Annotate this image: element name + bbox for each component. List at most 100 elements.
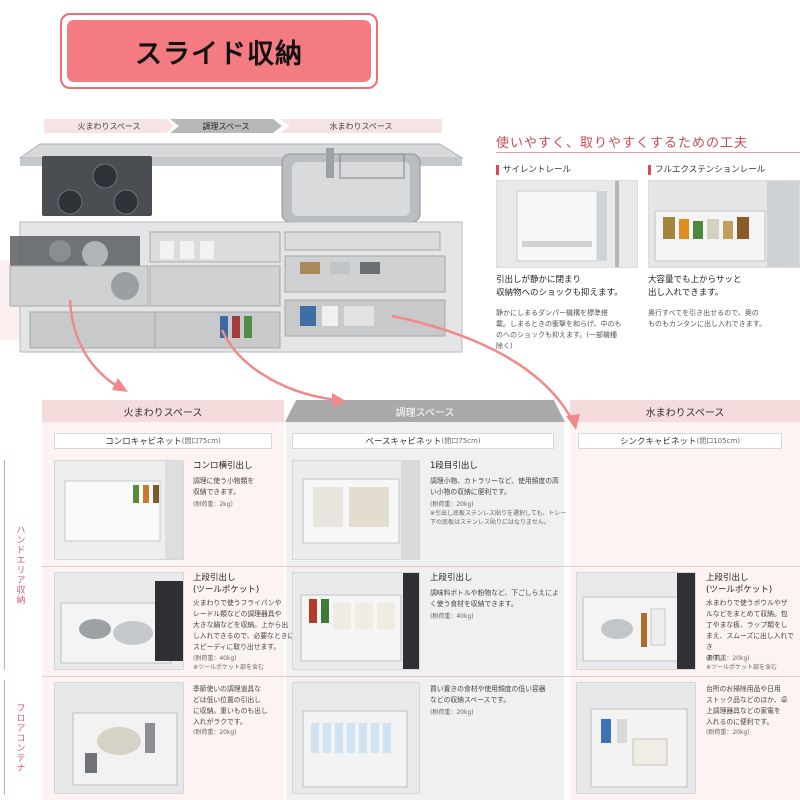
drawer-photo-stove-floor — [54, 682, 184, 794]
drawer-drawing — [293, 461, 419, 559]
item-desc-line: 調理小物、カトラリーなど、使用頻度の高 — [430, 477, 559, 485]
item-note-line: 下の底板はステンレス貼りにはなりません。 — [430, 519, 550, 526]
drawer-photo-base-floor — [292, 682, 420, 794]
zone-strip-prep: 調理スペース — [170, 119, 282, 133]
item-desc-line: し入れできるので、必要なときに — [193, 632, 295, 640]
item-note: (耐荷重：20kg) — [193, 728, 237, 737]
item-desc-line: 調理に使う小物類を — [193, 477, 255, 485]
item-desc: 火まわりで使うフライパンや レードル類などの調理器具や 大きな鍋などを収納。上か… — [193, 598, 294, 653]
item-desc-line: まえ、スムーズに出し入れでき — [706, 632, 794, 651]
item-desc-line: 入れがラクです。 — [193, 718, 247, 726]
feature-label-silent-rail: サイレントレール — [496, 163, 571, 175]
full-extension-lead-line: 出し入れできます。 — [648, 288, 724, 298]
item-note-line: (耐荷重：20kg) — [430, 501, 474, 508]
item-desc-line: 丁やまな板、ラップ類をし — [706, 621, 788, 629]
full-extension-detail: 奥行すべてを引き出せるので、奥の ものもカンタンに出し入れできます。 — [648, 308, 766, 330]
item-note: (耐荷重：40kg) — [430, 612, 474, 621]
silent-rail-photo — [496, 180, 638, 268]
drawer-drawing — [293, 573, 419, 669]
title-badge: スライド収納 — [60, 13, 378, 89]
drawer-drawing — [55, 683, 183, 793]
full-extension-detail-line: ものもカンタンに出し入れできます。 — [648, 320, 767, 328]
item-title: 上段引出し — [430, 572, 473, 584]
page-title: スライド収納 — [135, 38, 303, 70]
item-desc: 季節使いの調理道具な どは低い位置の引出し に収納。重いものも出し 入れがラクで… — [193, 684, 268, 728]
item-title-line: コンロ横引出し — [193, 461, 253, 471]
item-note-line: (耐荷重：2kg) — [193, 501, 233, 508]
cabinet-label-sink: シンクキャビネット(間口105cm) — [578, 433, 782, 449]
item-note-line: ※ツールポケット部を含む — [193, 664, 265, 671]
silent-rail-detail-line: のへのショックも抑えます。(一部機種 — [496, 331, 618, 339]
cabinet-name: コンロキャビネット — [105, 437, 182, 447]
item-note-line: (耐荷重：20kg) — [706, 729, 750, 736]
drawer-photo-stove-upper — [54, 572, 184, 670]
item-note-line: ※引出し底板ステンレス貼りを選択しても、トレー — [430, 510, 567, 517]
item-note: (耐荷重：40kg) ※ツールポケット部を含む — [193, 654, 264, 672]
item-desc-line: く使う食材を収納できます。 — [430, 600, 518, 608]
item-note: (耐荷重：20kg) ※ツールポケット部を含む — [706, 654, 777, 672]
feature-mark — [648, 164, 651, 175]
silent-rail-lead: 引出しが静かに閉まり 収納物へのショックも抑えます。 — [496, 274, 623, 300]
cabinet-width: (間口75cm) — [441, 437, 481, 445]
drawer-drawing — [577, 573, 695, 669]
item-note-line: (耐荷重：20kg) — [706, 655, 750, 662]
full-extension-photo — [648, 180, 800, 268]
item-desc: 水まわりで使うボウルやザ ルなどをまとめて収納。包 丁やまな板、ラップ類をし ま… — [706, 598, 800, 664]
full-extension-lead: 大容量でも上からサッと 出し入れできます。 — [648, 274, 742, 300]
intro-divider — [496, 152, 800, 153]
item-desc-line: 台所のお掃除用品や日用 — [706, 685, 781, 693]
column-head-prep: 調理スペース — [285, 400, 565, 422]
drawer-drawing — [55, 573, 183, 669]
kitchen-illustration — [9, 143, 464, 353]
item-title-line: 1段目引出し — [430, 461, 478, 471]
zone-strip-fire: 火まわりスペース — [44, 119, 174, 133]
silent-rail-lead-line: 収納物へのショックも抑えます。 — [496, 288, 623, 298]
silent-rail-detail-line: 静かにしまるダンパー機構を標準搭 — [496, 309, 608, 317]
item-desc: 台所のお掃除用品や日用 ストック品などのほか、卓 上調理器具などの家電を 入れる… — [706, 684, 787, 728]
side-label-text: フロアコンテナ — [14, 702, 25, 773]
full-extension-lead-line: 大容量でも上からサッと — [648, 275, 742, 285]
item-desc-line: 買い置きの食材や使用頻度の低い容器 — [430, 685, 546, 693]
row-divider — [42, 566, 800, 567]
item-note: (耐荷重：20kg) — [430, 708, 474, 717]
item-title-line: (ツールポケット) — [706, 585, 773, 595]
hand-area-bracket — [4, 460, 5, 670]
cabinet-label-stove: コンロキャビネット(間口75cm) — [54, 433, 272, 449]
item-desc-line: 火まわりで使うフライパンや — [193, 599, 282, 607]
drawer-photo-base-upper — [292, 572, 420, 670]
full-extension-drawing — [649, 181, 799, 267]
item-desc-line: ルなどをまとめて収納。包 — [706, 610, 788, 618]
cabinet-label-base: ベースキャビネット(間口75cm) — [292, 433, 554, 449]
intro-heading: 使いやすく、取りやすくするための工夫 — [496, 136, 749, 151]
item-desc-line: 季節使いの調理道具な — [193, 685, 261, 693]
item-title-line: 上段引出し — [193, 573, 236, 583]
item-title: 上段引出し (ツールポケット) — [706, 572, 772, 596]
cabinet-name: ベースキャビネット — [365, 437, 442, 447]
drawer-photo-stove-side — [54, 460, 184, 560]
item-desc-line: 水まわりで使うボウルやザ — [706, 599, 788, 607]
item-desc-line: ます。 — [706, 654, 726, 662]
item-desc-line: に収納。重いものも出し — [193, 707, 268, 715]
item-title-line: (ツールポケット) — [193, 585, 260, 595]
zone-strip-water: 水まわりスペース — [280, 119, 442, 133]
drawer-photo-base-first — [292, 460, 420, 560]
drawer-drawing — [293, 683, 419, 793]
side-label-floor-container: フロアコンテナ — [0, 680, 40, 795]
silent-rail-detail-line: 除く) — [496, 342, 513, 350]
item-note: (耐荷重：20kg) — [706, 728, 750, 737]
item-title: 上段引出し (ツールポケット) — [193, 572, 259, 596]
item-note-line: (耐荷重：20kg) — [193, 729, 237, 736]
full-extension-detail-line: 奥行すべてを引き出せるので、奥の — [648, 309, 759, 317]
item-desc: 調理に使う小物類を 収納できます。 — [193, 476, 254, 498]
column-head-water: 水まわりスペース — [570, 400, 800, 422]
title-badge-fill: スライド収納 — [67, 20, 371, 82]
cabinet-width: (間口105cm) — [696, 437, 741, 445]
feature-label-text: サイレントレール — [503, 165, 572, 175]
item-desc-line: レードル類などの調理器具や — [193, 610, 282, 618]
item-desc-line: ストック品などのほか、卓 — [706, 696, 788, 704]
item-title-line: 上段引出し — [430, 573, 473, 583]
side-label-text: ハンドエリア収納 — [14, 525, 25, 605]
feature-label-text: フルエクステンションレール — [655, 165, 766, 175]
row-divider — [42, 676, 800, 677]
item-desc-line: 収納できます。 — [193, 488, 240, 496]
